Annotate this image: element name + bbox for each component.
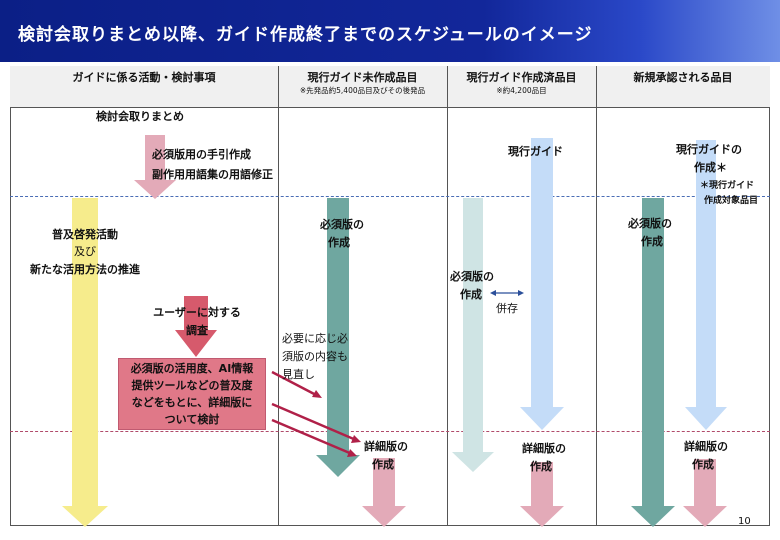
- box-line: などをもとに、詳細版に: [131, 396, 253, 409]
- parallel-arrowhead-left: [490, 290, 496, 296]
- essential-arrow-uncreated: [316, 198, 360, 477]
- current-guide-arrow-created: [520, 138, 564, 430]
- column-header-created: 現行ガイド作成済品目 ※約4,200品目: [447, 71, 596, 96]
- column-subheader: ※約4,200品目: [496, 86, 547, 95]
- parallel-arrowhead-right: [518, 290, 524, 296]
- page-number: 10: [738, 516, 751, 527]
- essential-label-new-1: 必須版の: [628, 217, 672, 230]
- page-title: 検討会取りまとめ以降、ガイド作成終了までのスケジュールのイメージ: [18, 25, 593, 45]
- detailed-label-new-2: 作成: [692, 458, 714, 471]
- detailed-arrow-uncreated: [362, 458, 406, 527]
- manual-arrow: [134, 135, 176, 199]
- detailed-label-uncreated-1: 詳細版の: [364, 440, 408, 453]
- essential-arrow-new: [631, 198, 675, 527]
- detailed-review-box: 必須版の活用度、AI情報 提供ツールなどの普及度 などをもとに、詳細版に ついて…: [118, 358, 266, 430]
- review-connector: [271, 370, 319, 398]
- column-divider: [447, 66, 448, 526]
- column-header-uncreated: 現行ガイド未作成品目 ※先発品約5,400品目及びその後発品: [278, 71, 447, 96]
- detailed-label-uncreated-2: 作成: [372, 458, 394, 471]
- box-line: 提供ツールなどの普及度: [131, 379, 253, 392]
- milestone-line-blue: [10, 196, 770, 197]
- parallel-label: 併存: [496, 302, 518, 315]
- detailed-arrow-created: [520, 462, 564, 527]
- review-note-2: 須版の内容も: [282, 350, 348, 363]
- footnote-label-2: 作成対象品目: [704, 196, 759, 206]
- column-divider: [596, 66, 597, 526]
- column-subheader: ※先発品約5,400品目及びその後発品: [299, 86, 426, 95]
- detail-arrowhead-1: [351, 435, 361, 443]
- essential-label-created-1: 必須版の: [450, 270, 494, 283]
- review-note-3: 見直し: [282, 368, 315, 381]
- detailed-label-created-1: 詳細版の: [522, 442, 566, 455]
- promotion-arrow: [62, 198, 108, 527]
- current-guide-new-label-1: 現行ガイドの: [676, 143, 742, 156]
- milestone-line-red: [10, 431, 770, 432]
- column-divider: [278, 66, 279, 526]
- box-line: 必須版の活用度、AI情報: [130, 362, 254, 375]
- detailed-label-created-2: 作成: [530, 460, 552, 473]
- essential-label-uncreated-1: 必須版の: [320, 218, 364, 231]
- review-note-1: 必要に応じ必: [282, 332, 348, 345]
- header-row: [10, 66, 770, 108]
- survey-arrow: [175, 296, 217, 357]
- column-header-activities: ガイドに係る活動・検討事項: [72, 71, 216, 84]
- review-arrowhead: [312, 390, 322, 398]
- promotion-method-label: 新たな活用方法の推進: [30, 263, 140, 276]
- detail-arrowhead-2: [347, 449, 357, 457]
- survey-label-2: 調査: [186, 324, 208, 337]
- survey-label-1: ユーザーに対する: [153, 306, 241, 319]
- essential-label-created-2: 作成: [460, 288, 482, 301]
- footnote-label-1: ＊現行ガイド: [700, 181, 755, 191]
- manual-label: 必須版用の手引作成: [152, 148, 251, 161]
- detail-connector-2: [271, 418, 353, 456]
- essential-label-new-2: 作成: [641, 235, 663, 248]
- title-banner: 検討会取りまとめ以降、ガイド作成終了までのスケジュールのイメージ: [0, 0, 780, 62]
- detailed-label-new-1: 詳細版の: [684, 440, 728, 453]
- detailed-arrow-new: [683, 459, 727, 527]
- column-header-new-approval: 新規承認される品目: [633, 71, 733, 84]
- detail-connector-1: [271, 402, 357, 442]
- box-line: ついて検討: [164, 413, 220, 426]
- review-summary-label: 検討会取りまとめ: [96, 110, 184, 123]
- current-guide-label: 現行ガイド: [508, 145, 563, 158]
- current-guide-arrow-new: [685, 140, 727, 430]
- promotion-connector-label: 及び: [74, 245, 96, 258]
- glossary-label: 副作用用語集の用語修正: [152, 168, 273, 181]
- essential-label-uncreated-2: 作成: [328, 236, 350, 249]
- current-guide-new-label-2: 作成＊: [694, 161, 727, 174]
- promotion-label: 普及啓発活動: [52, 228, 118, 241]
- essential-arrow-created: [452, 198, 494, 472]
